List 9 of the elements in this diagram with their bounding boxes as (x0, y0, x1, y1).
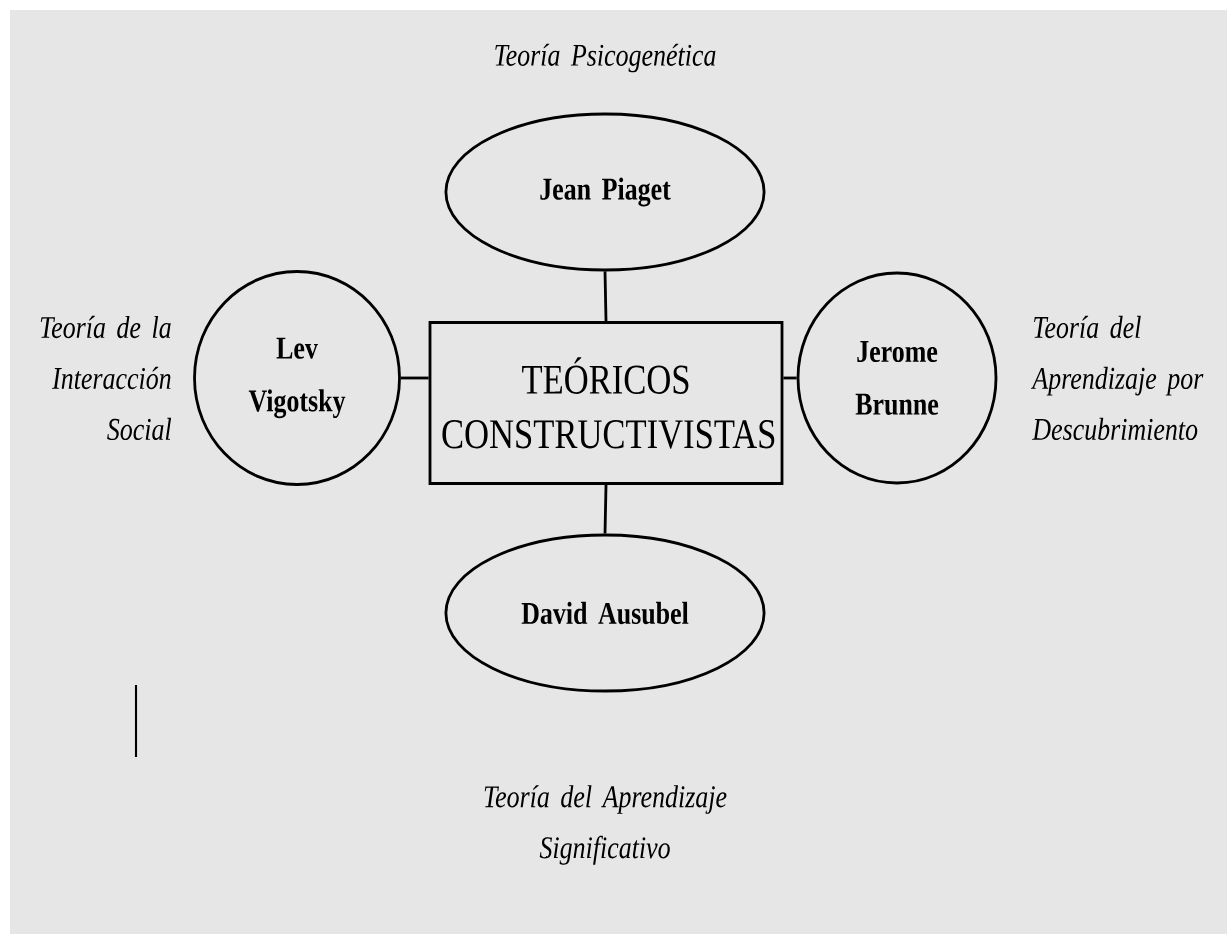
theory-label: Teoría de la Interacción Social (40, 315, 172, 441)
connector-line (603, 484, 608, 534)
theory-label: Teoría del Aprendizaje Significativo (484, 785, 727, 865)
title-box: TEÓRICOS CONSTRUCTIVISTAS (428, 321, 784, 485)
connector-line (400, 376, 429, 380)
connector-line (783, 376, 797, 380)
theory-label: Teoría Psicogenética (495, 43, 716, 73)
theory-label: Teoría del Aprendizaje por Descubrimiento (1030, 315, 1204, 441)
connector-line (603, 271, 608, 322)
